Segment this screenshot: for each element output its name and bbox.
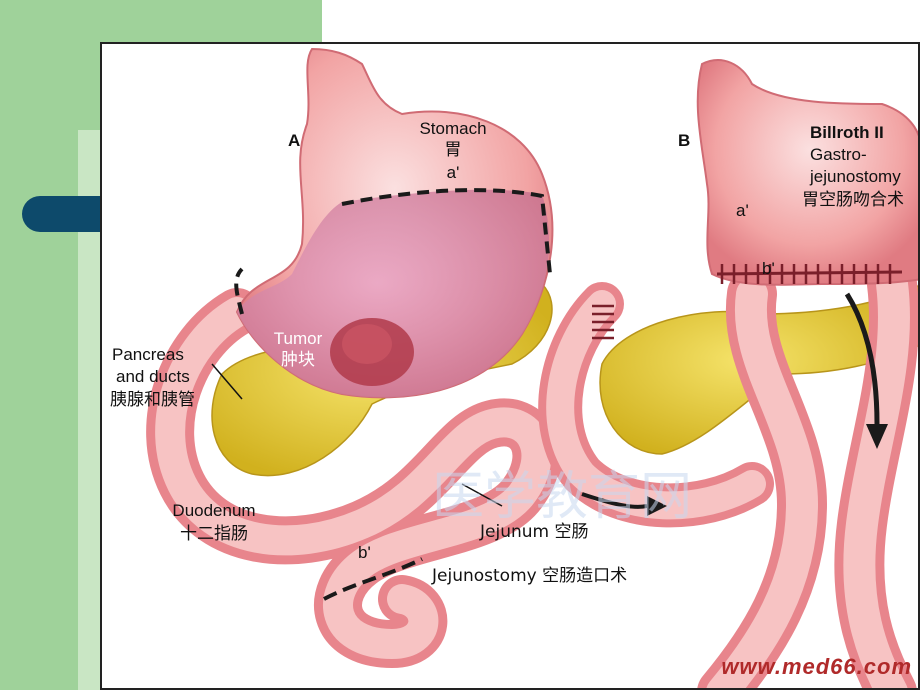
- resected-region-a: [237, 189, 550, 398]
- gastro-label-zh: 胃空肠吻合术: [802, 190, 904, 210]
- resection-line-a: [341, 188, 552, 275]
- jejunostomy-label: Jejunostomy 空肠造口术: [432, 566, 628, 586]
- pancreas-label-zh: 胰腺和胰管: [110, 390, 195, 410]
- tumor-label: Tumor: [273, 329, 323, 348]
- b-prime-label-b: b': [762, 259, 775, 278]
- stomach-label: Stomach: [419, 119, 487, 138]
- gastro-label-line2: jejunostomy: [810, 167, 901, 186]
- anatomy-illustration: 医学教育网: [146, 47, 918, 688]
- duodenum-label: Duodenum: [172, 501, 256, 520]
- duodenum-label-zh: 十二指肠: [180, 524, 248, 544]
- stomach-label-zh: 胃: [444, 140, 462, 160]
- background-watermark-text: 医学教育网: [432, 467, 692, 527]
- flow-arrow-efferent: [844, 292, 880, 425]
- a-prime-label-a: a': [446, 163, 460, 182]
- billroth-label: Billroth II: [810, 123, 884, 142]
- duodenal-stump-sutures: [592, 304, 614, 340]
- b-prime-label-a: b': [358, 543, 371, 562]
- jejunum-label: Jejunum 空肠: [480, 522, 589, 542]
- panel-a-label: A: [288, 131, 301, 150]
- resection-line-a2: [234, 267, 244, 315]
- panel-b-label: B: [678, 131, 691, 150]
- tumor-label-zh: 肿块: [281, 350, 315, 370]
- jejunostomy-line-a: [323, 557, 423, 601]
- site-watermark: www.med66.com: [721, 654, 912, 679]
- illustration-panel: 医学教育网 A Stomach 胃 a' Tumor 肿块 Pancreas a…: [100, 42, 920, 690]
- pancreas-label-line2: and ducts: [116, 367, 190, 386]
- pancreas-label-line1: Pancreas: [112, 345, 184, 364]
- flow-arrow-jejunum: [581, 492, 648, 509]
- gastro-label-line1: Gastro-: [810, 145, 867, 164]
- a-prime-label-b: a': [736, 201, 749, 220]
- anastomosis-sutures-b: [716, 270, 903, 276]
